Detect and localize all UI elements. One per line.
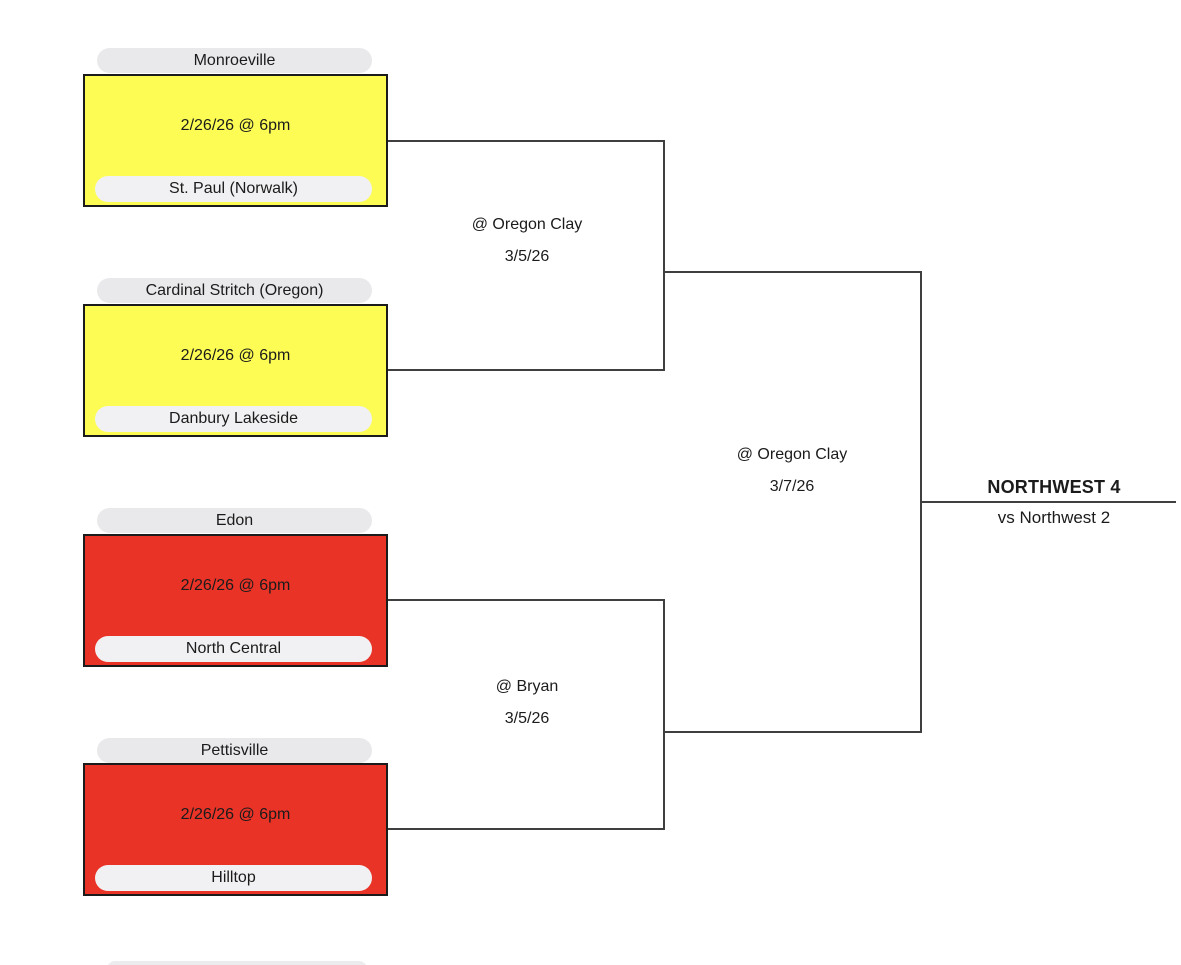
bracket-line-h-champion bbox=[922, 501, 1176, 503]
bracket-line-v-semi1 bbox=[663, 140, 665, 371]
team-pill-hilltop: Hilltop bbox=[95, 865, 372, 891]
matchup-box-2: 2/26/26 @ 6pm Danbury Lakeside bbox=[83, 304, 388, 437]
game-datetime: 2/26/26 @ 6pm bbox=[180, 347, 291, 364]
champion-slot: NORTHWEST 4 vs Northwest 2 bbox=[929, 476, 1179, 529]
game-datetime: 2/26/26 @ 6pm bbox=[180, 577, 291, 594]
partial-team-pill bbox=[107, 961, 367, 965]
bracket-line-v-final bbox=[920, 271, 922, 733]
game-datetime: 2/26/26 @ 6pm bbox=[180, 117, 291, 134]
matchup-box-4: 2/26/26 @ 6pm Hilltop bbox=[83, 763, 388, 896]
team-pill-edon: Edon bbox=[97, 508, 372, 533]
semifinal1-label: @ Oregon Clay 3/5/26 bbox=[427, 214, 627, 267]
team-pill-monroeville: Monroeville bbox=[97, 48, 372, 73]
bracket-line-v-semi2 bbox=[663, 599, 665, 830]
date-label: 3/5/26 bbox=[504, 710, 550, 727]
champion-subtitle: vs Northwest 2 bbox=[997, 508, 1111, 527]
date-label: 3/5/26 bbox=[504, 248, 550, 265]
venue-label: @ Bryan bbox=[495, 678, 559, 695]
bracket-line-h-game1 bbox=[388, 140, 664, 142]
team-pill-danbury-lakeside: Danbury Lakeside bbox=[95, 406, 372, 432]
team-pill-cardinal-stritch: Cardinal Stritch (Oregon) bbox=[97, 278, 372, 303]
matchup-box-3: 2/26/26 @ 6pm North Central bbox=[83, 534, 388, 667]
bracket-line-h-semi2-out bbox=[663, 731, 922, 733]
game-datetime: 2/26/26 @ 6pm bbox=[180, 806, 291, 823]
team-pill-pettisville: Pettisville bbox=[97, 738, 372, 763]
venue-label: @ Oregon Clay bbox=[471, 216, 583, 233]
venue-label: @ Oregon Clay bbox=[736, 446, 848, 463]
final-label: @ Oregon Clay 3/7/26 bbox=[692, 444, 892, 497]
team-pill-st-paul-norwalk: St. Paul (Norwalk) bbox=[95, 176, 372, 202]
bracket-line-h-game4 bbox=[388, 828, 664, 830]
matchup-box-1: 2/26/26 @ 6pm St. Paul (Norwalk) bbox=[83, 74, 388, 207]
semifinal2-label: @ Bryan 3/5/26 bbox=[427, 676, 627, 729]
date-label: 3/7/26 bbox=[769, 478, 815, 495]
bracket-line-h-game2 bbox=[388, 369, 664, 371]
team-pill-north-central: North Central bbox=[95, 636, 372, 662]
champion-title: NORTHWEST 4 bbox=[987, 477, 1121, 497]
bracket-line-h-game3 bbox=[388, 599, 664, 601]
bracket-line-h-semi1-out bbox=[663, 271, 922, 273]
